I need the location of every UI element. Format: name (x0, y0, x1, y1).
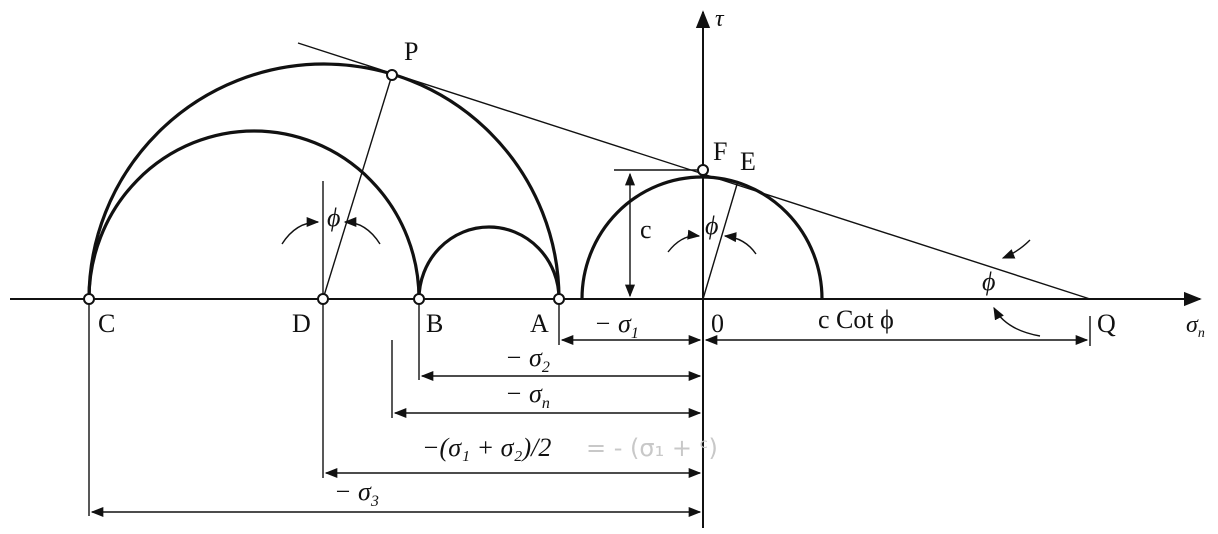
point-A (553, 293, 565, 305)
minus-sigma-n-label: − σn (505, 379, 550, 412)
label-Q: Q (1097, 309, 1116, 338)
radius-OE (702, 180, 739, 300)
angle-arc-Q-lower (993, 306, 1041, 337)
minus-sigma1-label: − σ1 (594, 309, 639, 342)
point-F (697, 164, 709, 176)
angle-arc-D-left (281, 216, 320, 245)
point-P (386, 69, 398, 81)
failure-envelope-line (297, 42, 1091, 300)
angle-arc-Q-upper (1001, 239, 1031, 259)
c-cot-phi-label: c Cot ϕ (818, 305, 894, 334)
mohr-circle-large-CA (87, 62, 561, 300)
faint-handwriting: = - (σ₁ + ᶜ) (586, 434, 718, 462)
label-A: A (530, 309, 549, 338)
phi-label-Q: ϕ (982, 267, 995, 296)
tau-axis-label: τ (715, 6, 725, 32)
mohr-circle-BA (417, 225, 561, 300)
point-B (413, 293, 425, 305)
label-D: D (292, 309, 311, 338)
angle-arc-O-right (723, 232, 757, 255)
angle-arc-D-right (343, 216, 381, 245)
label-B: B (426, 309, 443, 338)
radius-DP (322, 74, 393, 300)
label-P: P (404, 37, 418, 66)
mean-stress-label: −(σ₁ + σ₂)/2 (422, 433, 551, 462)
label-F: F (713, 137, 727, 166)
minus-sigma3-label: − σ3 (334, 477, 379, 510)
point-D (317, 293, 329, 305)
mohr-circle-tensile (580, 175, 824, 300)
phi-label-O: ϕ (705, 211, 718, 240)
phi-label-D: ϕ (327, 203, 340, 232)
point-C (83, 293, 95, 305)
label-origin: 0 (711, 309, 724, 338)
minus-sigma2-label: − σ2 (505, 343, 550, 376)
angle-arc-O-left (667, 229, 701, 253)
mohr-circle-CB (87, 129, 421, 300)
label-C: C (98, 309, 115, 338)
cohesion-label: c (640, 215, 652, 244)
label-E: E (740, 147, 756, 176)
sigma-n-axis-label: σn (1186, 312, 1205, 341)
